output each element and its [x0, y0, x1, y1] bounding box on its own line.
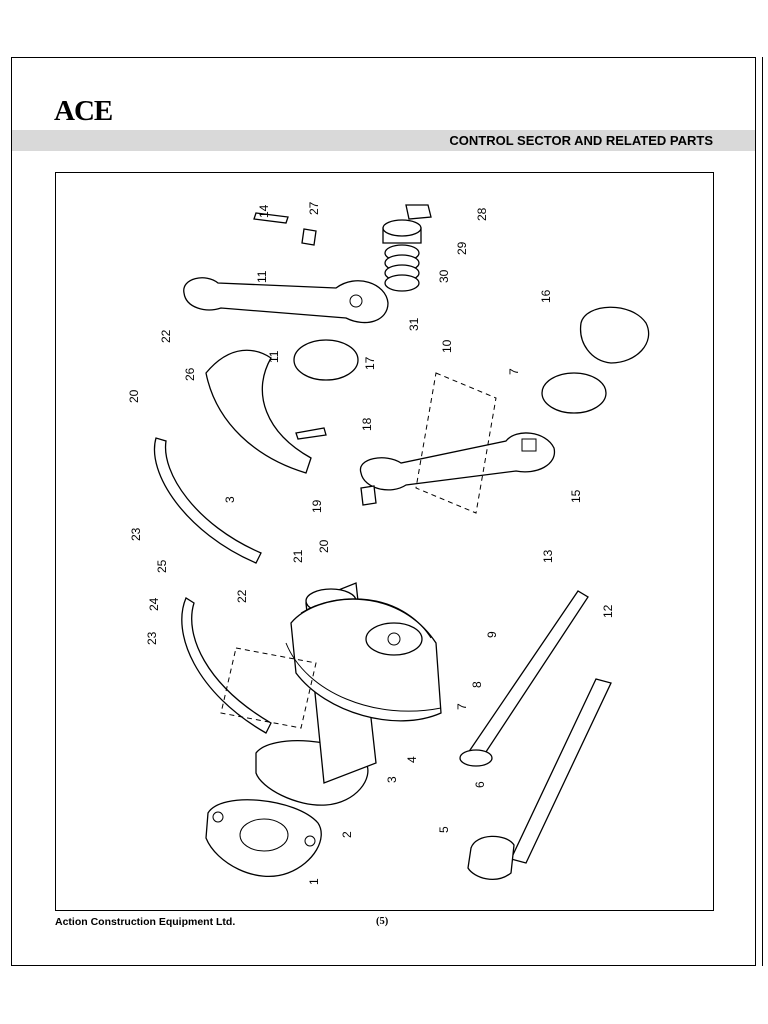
callout-26: 26: [183, 367, 197, 381]
company-logo: ACE: [54, 95, 113, 127]
callout-20b: 20: [317, 539, 331, 553]
sub-assembly-outline: [220, 647, 317, 729]
part-1-gasket: [205, 799, 322, 878]
callout-1: 1: [307, 878, 321, 885]
callout-2: 2: [340, 831, 354, 838]
callout-19: 19: [310, 499, 324, 513]
footer-page-number: (5): [376, 916, 389, 927]
callout-11b: 11: [267, 350, 281, 363]
parts-drawing: 1 2 3 3 4 5 6 7 7 8 9 10 11 11 12 13 14 …: [127, 201, 650, 885]
part-24-25-blades: [153, 437, 272, 734]
callout-25: 25: [155, 559, 169, 573]
callout-22b: 22: [235, 589, 249, 603]
part-callouts: 1 2 3 3 4 5 6 7 7 8 9 10 11 11 12 13 14 …: [127, 201, 615, 885]
part-16-17-7-discs: [293, 306, 650, 414]
callout-13: 13: [541, 549, 555, 563]
callout-7b: 7: [507, 368, 521, 375]
callout-12: 12: [601, 604, 615, 618]
callout-4: 4: [405, 756, 419, 763]
part-15-lever: [359, 432, 555, 491]
callout-31: 31: [407, 317, 421, 331]
callout-5: 5: [437, 826, 451, 833]
callout-16: 16: [539, 289, 553, 303]
callout-15: 15: [569, 489, 583, 503]
callout-20: 20: [127, 389, 141, 403]
callout-11: 11: [255, 270, 269, 283]
section-title-band: CONTROL SECTOR AND RELATED PARTS: [12, 130, 755, 151]
part-10-assembly-outline: [415, 372, 497, 514]
callout-18: 18: [360, 417, 374, 431]
callout-23: 23: [129, 527, 143, 541]
callout-30: 30: [437, 269, 451, 283]
callout-23b: 23: [145, 631, 159, 645]
callout-29: 29: [455, 241, 469, 255]
part-sector-plate: [285, 598, 442, 722]
callout-27: 27: [307, 201, 321, 215]
callout-28: 28: [475, 207, 489, 221]
callout-6: 6: [473, 781, 487, 788]
callout-14: 14: [257, 204, 271, 218]
part-28-29-30-spring-stack: [382, 204, 432, 292]
part-fasteners: [253, 212, 377, 506]
page-frame: [11, 57, 756, 966]
callout-3: 3: [385, 776, 399, 783]
callout-17: 17: [363, 356, 377, 370]
section-title: CONTROL SECTOR AND RELATED PARTS: [449, 133, 713, 148]
page-edge-rule: [762, 57, 763, 966]
callout-3b: 3: [223, 496, 237, 503]
callout-8: 8: [470, 681, 484, 688]
part-26-arc-plate: [205, 349, 312, 474]
callout-7: 7: [455, 703, 469, 710]
footer-company-name: Action Construction Equipment Ltd.: [55, 916, 236, 928]
callout-9: 9: [485, 631, 499, 638]
callout-22: 22: [159, 329, 173, 343]
callout-10: 10: [440, 339, 454, 353]
exploded-parts-diagram: 1 2 3 3 4 5 6 7 7 8 9 10 11 11 12 13 14 …: [55, 172, 714, 911]
part-5-6-shafts: [459, 590, 612, 880]
callout-24: 24: [147, 597, 161, 611]
callout-21: 21: [291, 549, 305, 563]
part-31-upper-lever: [183, 277, 389, 324]
